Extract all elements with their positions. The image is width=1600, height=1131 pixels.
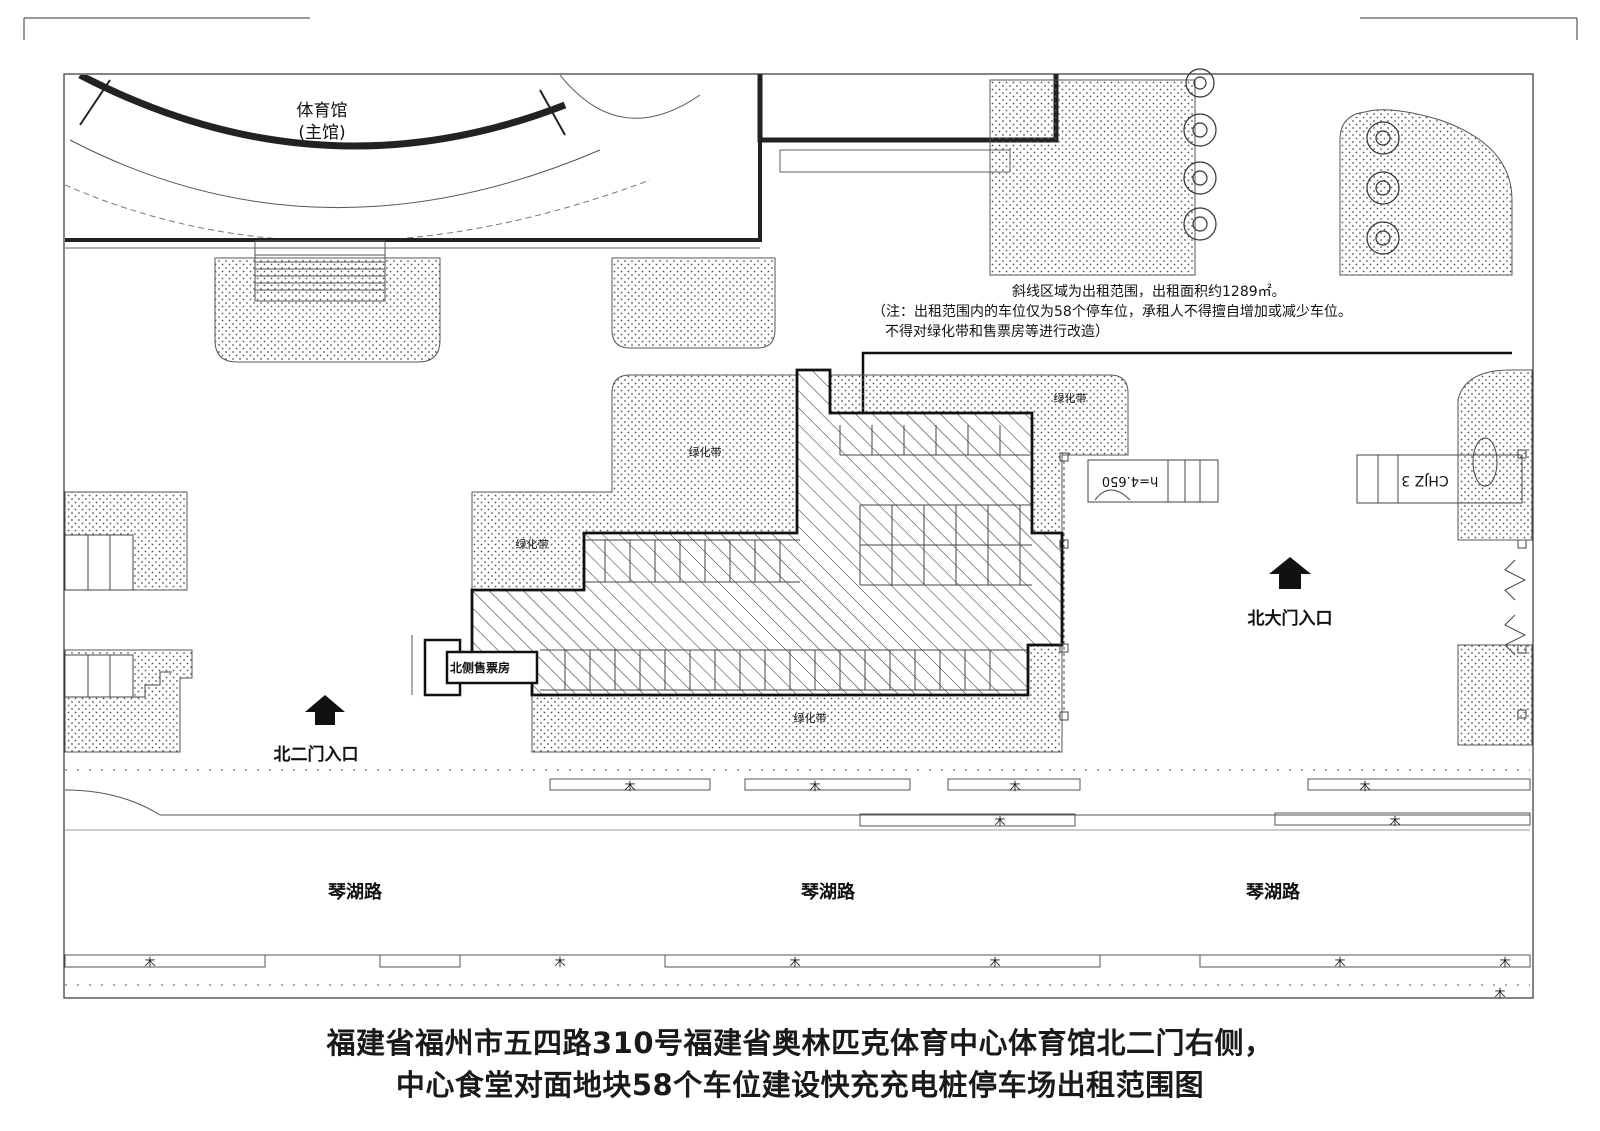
caption-line-1: 福建省福州市五四路310号福建省奥林匹克体育中心体育馆北二门右侧， [326, 1026, 1274, 1060]
north-second-gate-arrow-icon [305, 695, 345, 725]
svg-text:木: 木 [555, 956, 566, 969]
sign-label: CHJZ 3 [1401, 472, 1448, 488]
parking-left-upper [64, 534, 134, 591]
road-curbs [64, 769, 1531, 986]
north-main-gate-arrow-icon [1269, 557, 1311, 589]
map-frame [63, 73, 1534, 999]
green-belt-label-4: 绿化带 [794, 711, 827, 725]
road-label-center: 琴湖路 [801, 881, 856, 903]
svg-text:木: 木 [1335, 956, 1346, 969]
road-label-left: 琴湖路 [328, 881, 383, 903]
svg-text:木: 木 [1360, 780, 1371, 793]
roadside-tree-glyphs: 木 木 木 木 木 木 木 木 木 木 木 木 木 [145, 780, 1511, 1000]
annotation-line-2: （注：出租范围内的车位仅为58个停车位，承租人不得擅自增加或减少车位。 [872, 303, 1352, 320]
planter-top-mid [611, 257, 776, 349]
ticket-office: 北侧售票房 [411, 635, 539, 697]
road-label-right: 琴湖路 [1246, 881, 1301, 903]
svg-text:木: 木 [1495, 987, 1506, 1000]
north-second-gate-label: 北二门入口 [274, 744, 359, 765]
building-sublabel: (主馆) [298, 123, 345, 143]
svg-text:木: 木 [1500, 956, 1511, 969]
ticket-office-label: 北侧售票房 [450, 660, 510, 675]
ramp-structure-left [1059, 452, 1219, 721]
elevation-label: h=4.650 [1102, 473, 1158, 488]
stadium-building [65, 75, 701, 242]
caption-line-2: 中心食堂对面地块58个车位建设快充充电桩停车场出租范围图 [395, 1068, 1205, 1102]
planter-top-right [989, 79, 1196, 276]
planter-right-edge-lower [1457, 644, 1533, 746]
green-belt-label-3: 绿化带 [1054, 391, 1087, 405]
north-main-gate-label: 北大门入口 [1248, 608, 1333, 629]
annotation-line-3: 不得对绿化带和售票房等进行改造） [885, 323, 1109, 340]
svg-text:木: 木 [1010, 780, 1021, 793]
svg-text:木: 木 [790, 956, 801, 969]
planter-right-edge-upper [1457, 369, 1533, 541]
svg-text:木: 木 [990, 956, 1001, 969]
parking-left-lower [64, 654, 172, 698]
svg-text:木: 木 [995, 815, 1006, 828]
tree-icons [1183, 68, 1400, 255]
green-belt-label-2: 绿化带 [516, 537, 549, 551]
svg-text:木: 木 [145, 956, 156, 969]
building-label: 体育馆 [297, 101, 348, 121]
svg-text:木: 木 [625, 780, 636, 793]
svg-text:木: 木 [1390, 815, 1401, 828]
svg-text:木: 木 [810, 780, 821, 793]
green-belt-label-1: 绿化带 [689, 445, 722, 459]
planter-top-far-right [1339, 109, 1513, 276]
annotation-line-1: 斜线区域为出租范围，出租面积约1289㎡。 [1012, 283, 1286, 300]
rental-area [470, 368, 1064, 697]
planter-top-left [214, 257, 441, 363]
